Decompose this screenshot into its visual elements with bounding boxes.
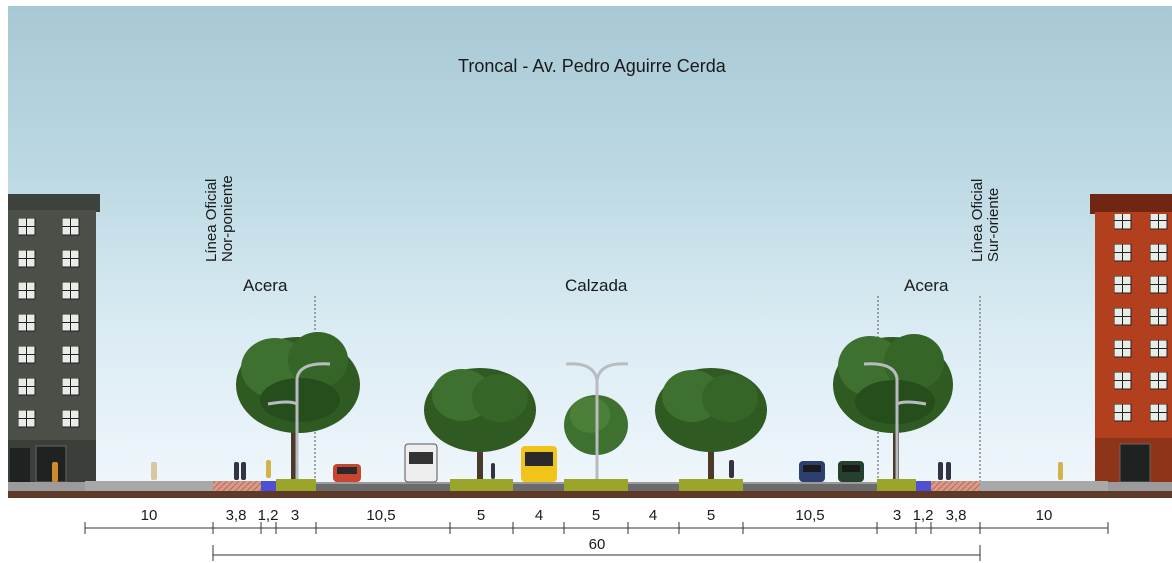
dim-label: 4 — [534, 507, 544, 524]
label-right-sidewalk: Acera — [904, 276, 949, 295]
car-red — [333, 464, 361, 482]
dim-label: 3 — [892, 507, 902, 524]
dim-label: 5 — [476, 507, 486, 524]
ground — [8, 479, 1172, 498]
tree-left-sidewalk — [236, 332, 360, 482]
dim-label: 3,8 — [945, 507, 967, 524]
right-building — [1090, 194, 1172, 483]
dim-label: 3,8 — [225, 507, 247, 524]
official-line-right: Línea Oficial Sur-oriente — [969, 178, 1002, 262]
official-line-left-1: Línea Oficial — [203, 178, 220, 262]
dim-label: 5 — [591, 507, 601, 524]
label-roadway: Calzada — [565, 276, 628, 295]
trees — [236, 332, 953, 482]
dim-label: 1,2 — [257, 507, 279, 524]
dim-label: 1,2 — [912, 507, 934, 524]
bus-yellow — [521, 446, 557, 482]
dim-label: 10,5 — [795, 507, 825, 524]
tree-median-left — [424, 368, 536, 482]
diagram-title: Troncal - Av. Pedro Aguirre Cerda — [458, 56, 726, 76]
street-lamps — [267, 362, 927, 482]
truck-white — [404, 443, 438, 483]
left-building — [8, 194, 100, 483]
dim-label: 10 — [1035, 507, 1053, 524]
official-line-left: Línea Oficial Nor-poniente — [203, 175, 236, 262]
dim-label: 3 — [290, 507, 300, 524]
dim-label: 10 — [140, 507, 158, 524]
official-line-right-1: Línea Oficial — [969, 178, 986, 262]
tree-median-right — [655, 368, 767, 482]
official-line-right-2: Sur-oriente — [985, 187, 1002, 262]
pedestrians — [52, 460, 1063, 482]
car-green — [838, 461, 864, 482]
total-width-label: 60 — [588, 536, 606, 553]
label-left-sidewalk: Acera — [243, 276, 288, 295]
dim-label: 10,5 — [366, 507, 396, 524]
car-blue — [799, 461, 825, 482]
vehicles — [333, 443, 864, 483]
dim-label: 4 — [648, 507, 658, 524]
dimension-lines — [84, 522, 1109, 561]
tree-right-sidewalk — [833, 334, 953, 482]
official-line-left-2: Nor-poniente — [219, 175, 236, 262]
dim-label: 5 — [706, 507, 716, 524]
